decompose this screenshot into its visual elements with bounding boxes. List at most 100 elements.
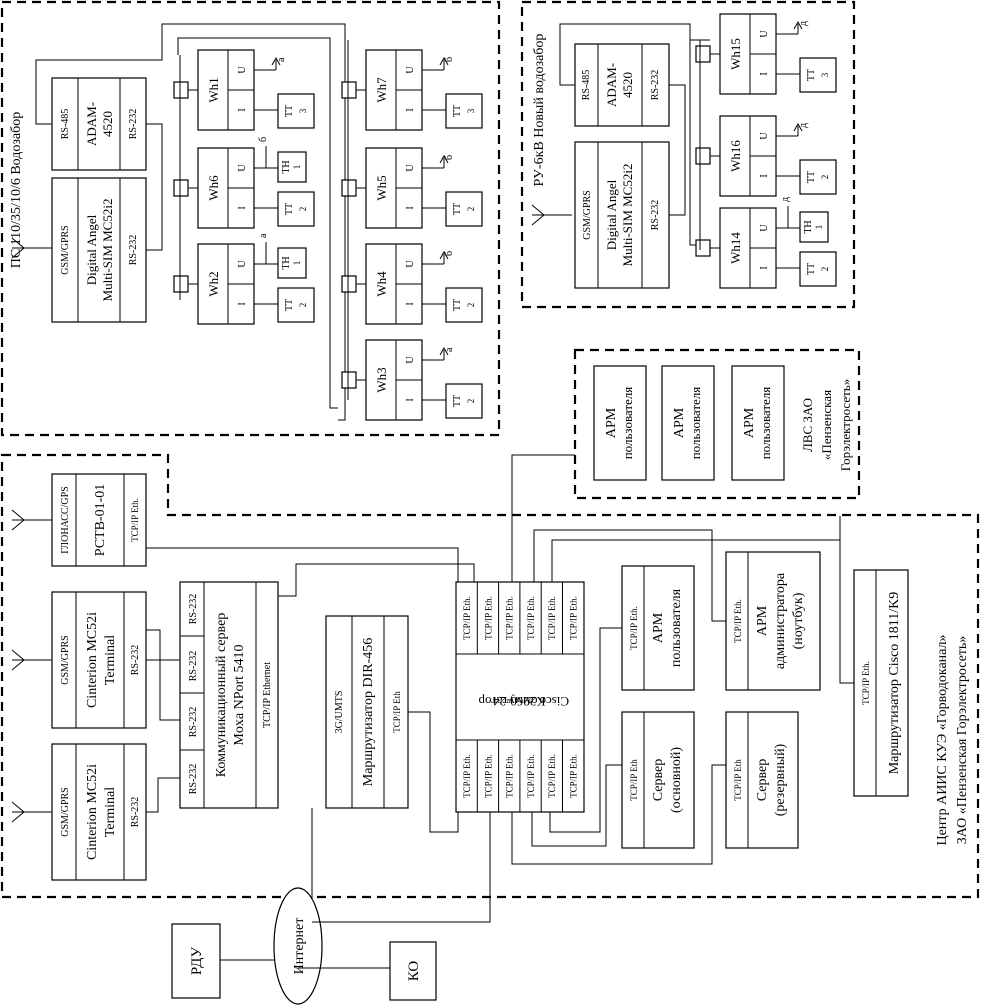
tt-box <box>445 93 483 129</box>
phase-arrow-icon <box>439 250 449 260</box>
ps-gsm-port: RS-232 <box>128 235 139 266</box>
tt-box <box>277 191 315 227</box>
ru-adam-line2: 4520 <box>620 72 635 98</box>
tt-num: 3 <box>298 108 308 113</box>
switch-port-bottom-1: TCP/IP Eth. <box>462 754 472 798</box>
meter-connector <box>173 81 189 99</box>
th-box <box>799 211 829 243</box>
arm-admin-line1: АРМ <box>755 605 770 636</box>
tt-label: ТТ <box>284 203 295 215</box>
switch-port-bottom-2: TCP/IP Eth. <box>483 754 493 798</box>
th-box <box>277 151 307 183</box>
cinterion-2-port: RS-232 <box>130 797 141 828</box>
meter-name: Wh6 <box>206 175 221 201</box>
ps-gsm-modem: GSM/GPRS Digital Angel Multi-SIM MC52i2 … <box>51 177 147 323</box>
switch-port-top-1: TCP/IP Eth. <box>462 596 472 640</box>
center-title-2: ЗАО «Пензенская Горэлектросеть» <box>955 636 970 845</box>
moxa-port: TCP/IP Ethernet <box>262 662 273 728</box>
ru-antenna-icon <box>531 204 572 226</box>
tt-label: ТТ <box>452 105 463 117</box>
arm-user-center: TCP/IP Eth. АРМ пользователя <box>621 565 695 691</box>
meter-connector <box>695 45 711 63</box>
meter-connector <box>341 179 357 197</box>
tt-box <box>445 191 483 227</box>
arm-user-port: TCP/IP Eth. <box>629 606 639 650</box>
phase-arrow-icon <box>439 154 449 164</box>
tt-box <box>445 383 483 419</box>
ru-gsm-line2: Multi-SIM MC52i2 <box>620 164 635 267</box>
cinterion-antenna-1-icon <box>11 649 52 671</box>
ru-gsm-top: GSM/GPRS <box>582 190 593 239</box>
cisco-2960-switch: Коммутатор Cisco 2960-24 TCP/IP Eth.TCP/… <box>455 581 585 813</box>
tt-label: ТТ <box>806 69 817 81</box>
ps-area-border <box>0 0 501 437</box>
glonass-port: TCP/IP Eth. <box>130 498 140 542</box>
phase-arrow-icon <box>271 56 281 66</box>
dlink-name: Маршрутизатор DIR-456 <box>361 638 376 786</box>
server-main: TCP/IP Eth Сервер (основной) <box>621 711 695 849</box>
ko-node: КО <box>389 941 437 1001</box>
ps-gsm-line1: Digital Angel <box>84 214 99 285</box>
lvs-arm-sub: пользователя <box>758 387 773 460</box>
tt-label: ТТ <box>284 299 295 311</box>
meter-name: Wh14 <box>728 232 743 264</box>
arm-admin-port: TCP/IP Eth. <box>733 599 743 643</box>
meter-i-label: I <box>759 72 770 75</box>
tt-box <box>277 287 315 323</box>
server-res-line1: Сервер <box>755 759 770 801</box>
ps-gsm-top: GSM/GPRS <box>60 225 71 274</box>
switch-port-top-5: TCP/IP Eth. <box>547 596 557 640</box>
meter-i-label: I <box>237 108 248 111</box>
ru-adam-line1: ADAM- <box>604 63 619 107</box>
moxa-rs-1: RS-232 <box>188 594 199 625</box>
phase-label: б <box>444 155 455 160</box>
phase-label: б <box>444 57 455 62</box>
server-main-line2: (основной) <box>669 747 684 813</box>
switch-port-bottom-3: TCP/IP Eth. <box>505 754 515 798</box>
meter-name: Wh4 <box>374 271 389 297</box>
lvs-arm-label: АРМ <box>604 407 619 438</box>
ru-area-title: РУ-6кВ Новый водозабор <box>532 34 547 187</box>
ru-adam-port1: RS-485 <box>581 70 592 101</box>
lvs-arm-label: АРМ <box>742 407 757 438</box>
phase-label: д <box>780 197 791 202</box>
server-main-line1: Сервер <box>651 759 666 801</box>
center-title-1: Центр АИИС КУЭ «Горводоканал» <box>935 634 950 845</box>
cisco-router-name: Маршрутизатор Cisco 1811/K9 <box>887 592 902 775</box>
server-main-port: TCP/IP Eth <box>629 759 639 801</box>
internet-cloud: Интернет <box>273 887 323 1005</box>
tt-box <box>445 287 483 323</box>
ps-adam-port1: RS-485 <box>60 109 71 140</box>
phase-label: б <box>444 251 455 256</box>
tt-num: 3 <box>466 108 476 113</box>
meter-connector <box>341 81 357 99</box>
ps-adam-line2: 4520 <box>100 111 115 137</box>
tt-num: 3 <box>820 72 830 77</box>
server-res-port: TCP/IP Eth <box>733 759 743 801</box>
ps-area-title: ПС 110/35/10/6 Водозабор <box>9 112 24 269</box>
cinterion-modem-1: GSM/GPRS Cinterion MC52i Terminal RS-232 <box>51 591 147 729</box>
meter-i-label: I <box>405 398 416 401</box>
meter-connector <box>341 371 357 389</box>
moxa-line2: Moxa NPort 5410 <box>232 644 247 745</box>
lvs-arm-sub: пользователя <box>620 387 635 460</box>
meter-name: Wh15 <box>728 38 743 70</box>
dlink-port: TCP/IP Eth <box>392 691 402 733</box>
phase-arrow-icon <box>439 346 449 356</box>
meter-u-label: U <box>237 260 248 268</box>
meter-i-label: I <box>759 266 770 269</box>
cisco-1811-router: TCP/IP Eth. Маршрутизатор Cisco 1811/K9 <box>853 569 909 797</box>
switch-port-top-3: TCP/IP Eth. <box>505 596 515 640</box>
meter-name: Wh7 <box>374 77 389 103</box>
phase-arrow-icon <box>793 20 803 30</box>
switch-port-top-6: TCP/IP Eth. <box>569 596 579 640</box>
meter-connector <box>695 147 711 165</box>
ru-area-border <box>520 0 856 309</box>
meter-i-label: I <box>405 302 416 305</box>
ps-adam-converter: RS-485 ADAM- 4520 RS-232 <box>51 77 147 171</box>
